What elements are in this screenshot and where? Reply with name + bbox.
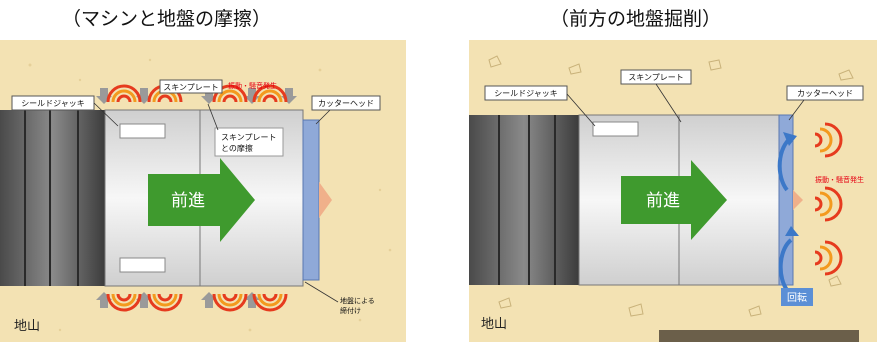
title-friction: （マシンと地盤の摩擦） (62, 8, 272, 30)
forward-arrow-icon (621, 160, 727, 240)
cutter-center-bit (793, 190, 803, 210)
cutter-head (302, 119, 320, 281)
friction-note-box (214, 127, 284, 157)
vibration-wave-icon (106, 293, 288, 312)
cutter-head-label: カッターヘッド (797, 89, 853, 98)
photo-inset (659, 330, 859, 342)
rotation-arrow-head (783, 132, 797, 146)
friction-note-line2: との摩擦 (221, 143, 253, 153)
cutter-center-bit (319, 182, 332, 218)
ground-texture (28, 58, 392, 332)
rotation-arrow-icon (777, 136, 793, 292)
ground-label: 地山 (14, 319, 40, 334)
skin-plate-label: スキンプレート (628, 73, 684, 82)
skin-plate-label: スキンプレート (163, 83, 219, 92)
forward-label: 前進 (646, 191, 680, 211)
vibration-wave-icon (106, 84, 288, 103)
shield-jack-label-box (484, 85, 568, 101)
ground-label: 地山 (481, 317, 507, 332)
friction-note-line1: スキンプレート (221, 133, 277, 142)
friction-diagram: 前進 シールドジャッキ スキンプレート 振動・騒音発生 カッターヘッド スキンプ… (0, 40, 406, 342)
tightening-note-line1: 地盤による (340, 296, 375, 305)
vibration-noise-label: 振動・騒音発生 (815, 175, 864, 184)
cutter-head-label-box (311, 95, 381, 111)
cutter-head-label-box (786, 85, 864, 101)
shield-jack-upper (119, 123, 166, 139)
rotation-label: 回転 (787, 292, 807, 304)
tightening-note-line2: 締付け (340, 306, 361, 315)
title-excavation: （前方の地盤掘削） (550, 8, 722, 30)
shield-jack-lower (119, 257, 166, 273)
segment-ring (469, 115, 579, 285)
forward-label: 前進 (171, 191, 205, 211)
shield-jack-upper (592, 121, 639, 137)
segment-ring (0, 110, 105, 286)
rotation-arrow-head (785, 226, 799, 236)
excavation-diagram: 前進 シールドジャッキ スキンプレート カッターヘッド 振動・騒音発生 回転 地… (469, 40, 877, 342)
forward-arrow-icon (148, 158, 255, 242)
shield-jack-label: シールドジャッキ (21, 99, 85, 108)
cutter-head-label: カッターヘッド (318, 99, 374, 108)
skin-plate-label-box (159, 79, 223, 94)
shield-jack-label: シールドジャッキ (494, 89, 558, 98)
vibration-wave-icon (814, 122, 843, 276)
ground-stones (488, 55, 854, 317)
rotation-label-box (781, 288, 813, 306)
vibration-noise-label: 振動・騒音発生 (228, 81, 277, 90)
